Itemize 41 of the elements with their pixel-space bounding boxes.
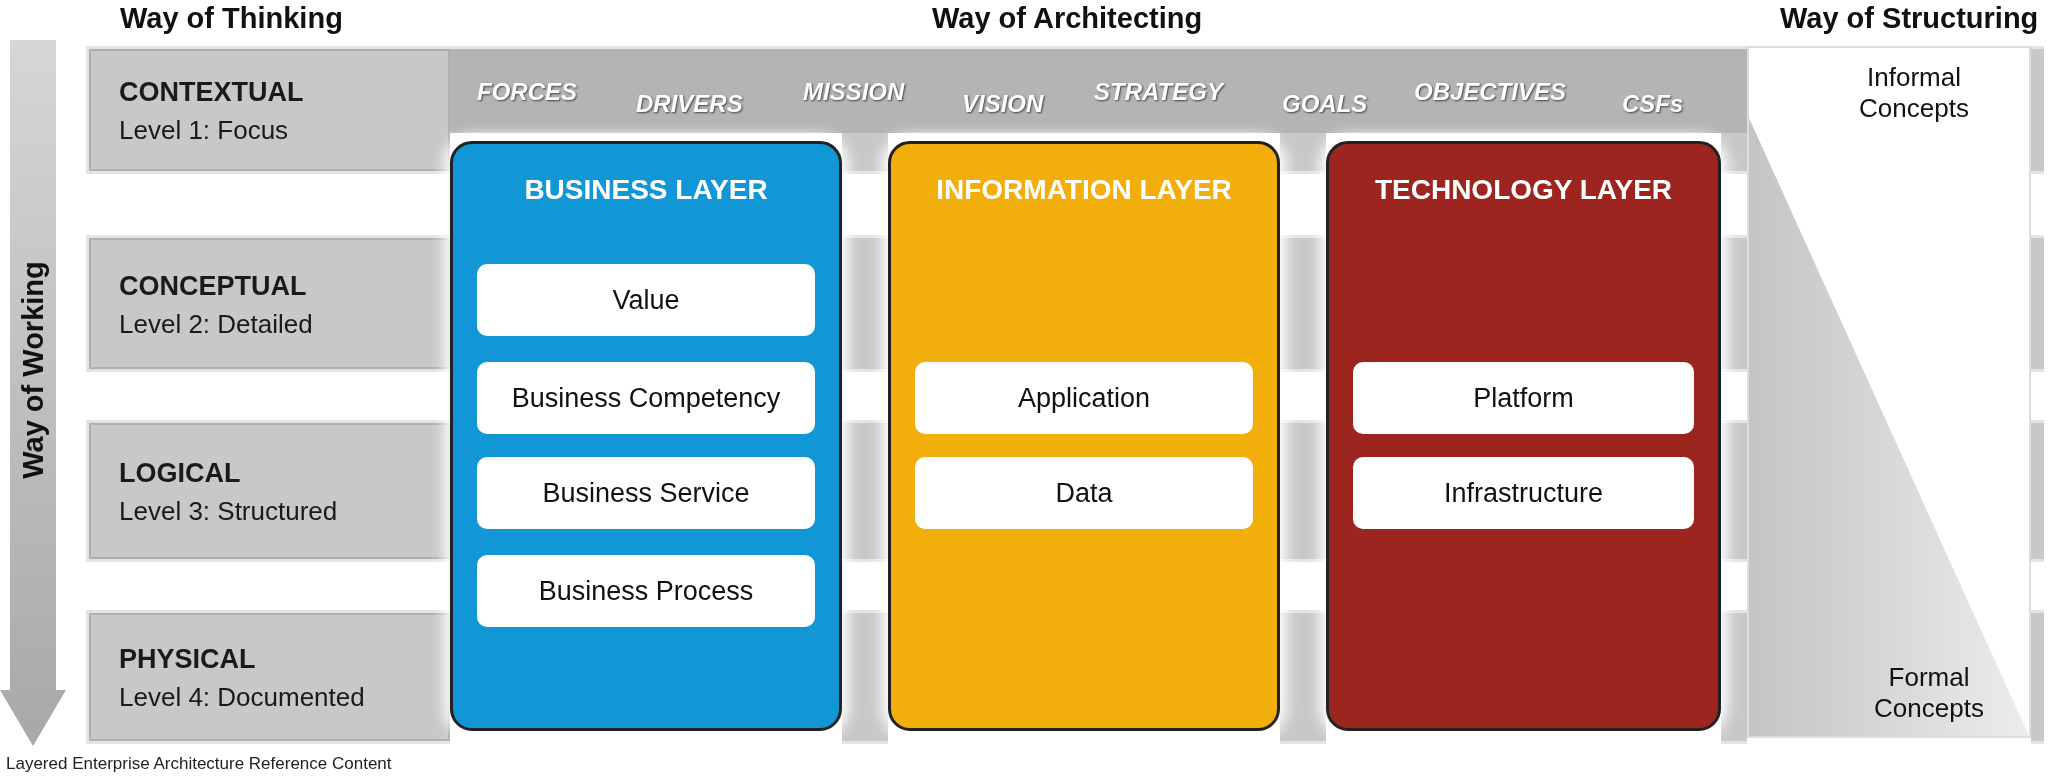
component-box: Platform <box>1353 362 1694 434</box>
level-subtitle: Level 4: Documented <box>119 682 365 713</box>
layer-title: TECHNOLOGY LAYER <box>1373 174 1674 206</box>
column-heading: Way of Architecting <box>932 2 1203 35</box>
component-box: Business Service <box>477 457 815 529</box>
level-band <box>86 610 450 744</box>
level-subtitle: Level 2: Detailed <box>119 308 313 340</box>
component-box: Value <box>477 264 815 336</box>
component-box: Infrastructure <box>1353 457 1694 529</box>
component-box: Business Competency <box>477 362 815 434</box>
driver-keyword: CSFs <box>1622 90 1684 118</box>
level-band <box>86 235 450 372</box>
column-heading: Way of Thinking <box>120 2 343 35</box>
level-band <box>86 46 450 174</box>
level-subtitle: Level 1: Focus <box>119 115 289 146</box>
layer-title: INFORMATION LAYER <box>935 174 1233 206</box>
driver-keyword: GOALS <box>1282 90 1368 118</box>
driver-keyword: MISSION <box>803 78 905 106</box>
panel-text: Informal Concepts <box>1858 62 1970 124</box>
layer-title: BUSINESS LAYER <box>523 174 769 206</box>
driver-keyword: VISION <box>962 90 1044 118</box>
layer-column <box>1326 141 1721 731</box>
driver-keyword: OBJECTIVES <box>1414 78 1567 106</box>
layer-column <box>450 141 842 731</box>
component-box: Data <box>915 457 1253 529</box>
component-box: Application <box>915 362 1253 434</box>
layer-column <box>888 141 1280 731</box>
footer-note: Layered Enterprise Architecture Reference Content <box>6 754 392 774</box>
level-band <box>86 420 450 562</box>
level-heading: PHYSICAL <box>119 644 256 675</box>
level-subtitle: Level 3: Structured <box>119 496 338 527</box>
driver-keyword: STRATEGY <box>1094 78 1223 106</box>
column-heading: Way of Structuring <box>1780 2 2039 35</box>
component-box: Business Process <box>477 555 815 627</box>
level-heading: CONTEXTUAL <box>119 77 304 108</box>
level-heading: LOGICAL <box>119 458 241 489</box>
driver-keyword: FORCES <box>477 78 577 106</box>
driver-keyword: DRIVERS <box>636 90 743 118</box>
level-heading: CONCEPTUAL <box>119 270 307 302</box>
panel-text: Formal Concepts <box>1873 662 1985 724</box>
axis-label: Way of Working <box>16 261 50 479</box>
